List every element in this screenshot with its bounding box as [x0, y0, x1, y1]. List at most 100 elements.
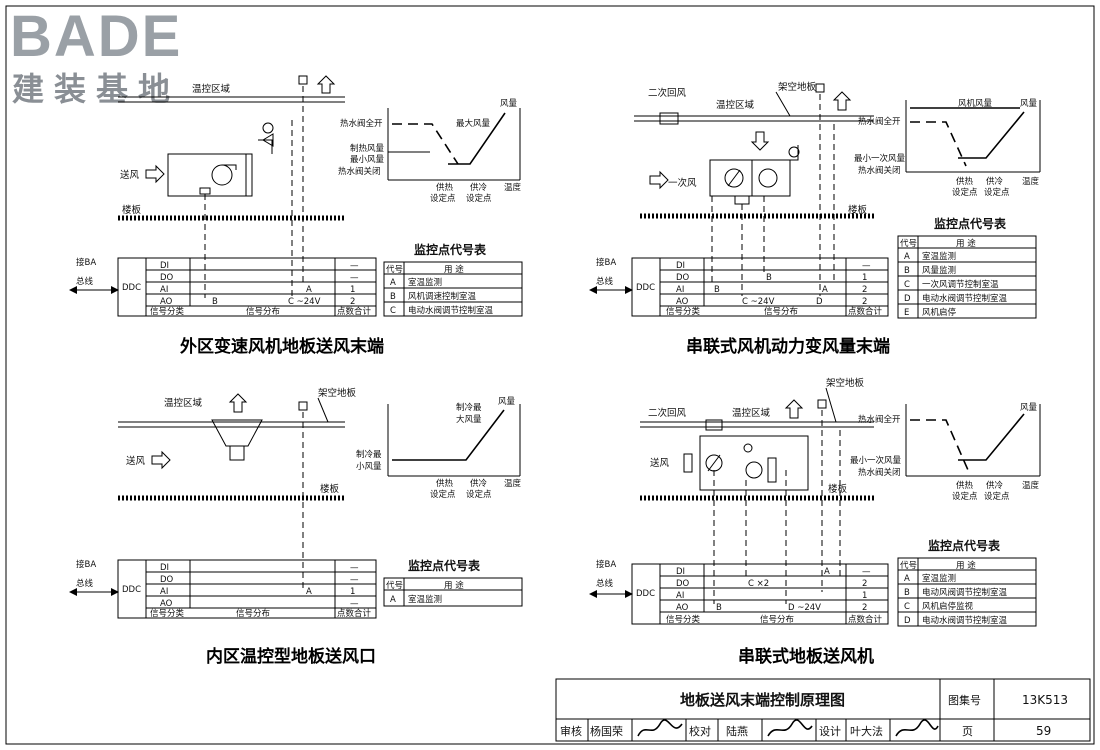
svg-text:供热: 供热: [436, 478, 454, 489]
svg-text:供冷: 供冷: [470, 478, 488, 489]
svg-text:电动水阀调节控制室温: 电动水阀调节控制室温: [922, 293, 1008, 304]
d1-valve-icon: [262, 122, 274, 134]
logo-brand: BADE: [10, 4, 182, 69]
svg-text:温度: 温度: [504, 182, 522, 193]
svg-text:总线: 总线: [596, 578, 614, 589]
svg-text:点数合计: 点数合计: [848, 306, 883, 317]
svg-text:信号分布: 信号分布: [246, 306, 280, 317]
svg-text:1: 1: [350, 587, 355, 597]
d4-valve-icon: [743, 443, 753, 453]
svg-text:设定点: 设定点: [466, 193, 492, 204]
svg-text:C ×2: C ×2: [748, 579, 769, 589]
svg-text:总线: 总线: [76, 578, 94, 589]
svg-text:信号分布: 信号分布: [764, 306, 798, 317]
svg-text:AO: AO: [160, 599, 173, 609]
d1-code-table: [383, 261, 523, 317]
sheet-border: [5, 5, 1095, 745]
d1-title: 外区变速风机地板送风末端: [180, 336, 384, 357]
svg-text:DI: DI: [676, 261, 685, 271]
svg-text:接BA: 接BA: [596, 559, 616, 570]
svg-text:室温监测: 室温监测: [922, 573, 956, 584]
svg-text:DI: DI: [676, 567, 685, 577]
d2-valve-icon: [788, 146, 800, 158]
svg-text:点数合计: 点数合计: [337, 306, 372, 317]
svg-text:AO: AO: [160, 297, 173, 307]
svg-text:2: 2: [862, 603, 867, 613]
svg-text:风机风量: 风机风量: [958, 98, 993, 109]
svg-text:图集号: 图集号: [948, 693, 981, 707]
svg-text:AI: AI: [676, 285, 684, 295]
svg-text:DDC: DDC: [122, 283, 141, 293]
svg-text:用 途: 用 途: [956, 238, 976, 249]
svg-text:2: 2: [862, 297, 867, 307]
d2-fan-box: [709, 159, 791, 197]
svg-text:C ~24V: C ~24V: [288, 297, 321, 307]
svg-text:代号: 代号: [386, 264, 403, 275]
d3-control-chart: 风量 制冷最 大风量 制冷最 小风量 供热 设定点 供冷 设定点 温度: [356, 397, 522, 500]
svg-text:DDC: DDC: [636, 283, 655, 293]
d4-up-arrow-icon: [784, 399, 804, 419]
svg-text:室温监测: 室温监测: [408, 594, 442, 605]
diagram-outer-zone-fan: 温控区域 送风 楼板 热水阀全开 制热风量: [69, 75, 523, 357]
svg-text:代号: 代号: [386, 580, 403, 591]
svg-text:AO: AO: [676, 603, 689, 613]
svg-text:温度: 温度: [1022, 480, 1040, 491]
svg-text:送风: 送风: [650, 457, 670, 469]
checker-signature: [767, 719, 813, 737]
page-number: 59: [1036, 724, 1051, 738]
svg-text:杨国荣: 杨国荣: [590, 724, 623, 738]
d2-ddc-table: [631, 257, 889, 317]
diagram-inner-zone-diffuser: 温控区域 架空地板 送风 楼板 风量 制冷最 大风量 制冷最 小风量 供热 设定…: [69, 387, 523, 667]
svg-text:风机启停监视: 风机启停监视: [922, 601, 974, 612]
svg-text:信号分类: 信号分类: [150, 608, 185, 619]
svg-text:A: A: [390, 595, 396, 605]
svg-text:制冷最: 制冷最: [356, 449, 382, 460]
svg-text:温控区域: 温控区域: [716, 99, 755, 111]
svg-text:最大风量: 最大风量: [456, 118, 491, 129]
svg-text:供热: 供热: [436, 182, 454, 193]
d2-code-table: [897, 235, 1037, 319]
svg-text:热水阀全开: 热水阀全开: [858, 116, 901, 127]
svg-text:AO: AO: [676, 297, 689, 307]
svg-text:风量: 风量: [1020, 99, 1038, 109]
diagram-series-fan-vav: 二次回风 温控区域 架空地板 一次风 楼板: [589, 81, 1041, 357]
svg-text:温度: 温度: [504, 478, 522, 489]
d4-fan-icon: [745, 461, 763, 479]
svg-text:D: D: [816, 297, 823, 307]
d2-temp-sensor-icon: [815, 83, 825, 93]
svg-text:代号: 代号: [900, 560, 917, 571]
svg-text:2: 2: [350, 297, 355, 307]
svg-text:设定点: 设定点: [466, 489, 492, 500]
svg-text:审核: 审核: [560, 724, 582, 738]
d3-diffuser: [211, 419, 263, 447]
svg-text:监控点代号表: 监控点代号表: [928, 538, 1001, 553]
svg-text:风量: 风量: [500, 99, 518, 109]
svg-text:总线: 总线: [596, 276, 614, 287]
d4-title: 串联式地板送风机: [738, 646, 874, 667]
svg-text:—: —: [350, 575, 359, 585]
svg-text:室温监测: 室温监测: [408, 277, 442, 288]
svg-text:DDC: DDC: [122, 585, 141, 595]
svg-text:楼板: 楼板: [848, 204, 868, 216]
svg-text:A: A: [306, 285, 312, 295]
d1-ddc-table: [117, 257, 377, 317]
svg-text:AI: AI: [160, 587, 168, 597]
svg-text:2: 2: [862, 285, 867, 295]
svg-text:点数合计: 点数合计: [848, 614, 883, 625]
svg-text:热水阀关闭: 热水阀关闭: [858, 467, 901, 478]
d1-supply-arrow-icon: [145, 164, 165, 184]
svg-text:制冷最: 制冷最: [456, 402, 482, 413]
svg-text:信号分布: 信号分布: [236, 608, 270, 619]
svg-text:热水阀全开: 热水阀全开: [340, 118, 383, 129]
svg-text:陆燕: 陆燕: [726, 724, 748, 738]
svg-text:1: 1: [862, 273, 867, 283]
svg-text:供热: 供热: [956, 176, 974, 187]
svg-text:A: A: [904, 574, 910, 584]
svg-text:—: —: [862, 261, 871, 271]
d1-fan-unit: [167, 153, 253, 197]
svg-text:风量: 风量: [1020, 403, 1038, 413]
svg-text:DO: DO: [160, 273, 174, 283]
svg-text:C: C: [904, 602, 910, 612]
svg-text:DI: DI: [160, 563, 169, 573]
d1-control-chart: 热水阀全开 制热风量 最小风量 热水阀关闭 风量 最大风量 供热 设定点 供冷 …: [338, 99, 522, 204]
